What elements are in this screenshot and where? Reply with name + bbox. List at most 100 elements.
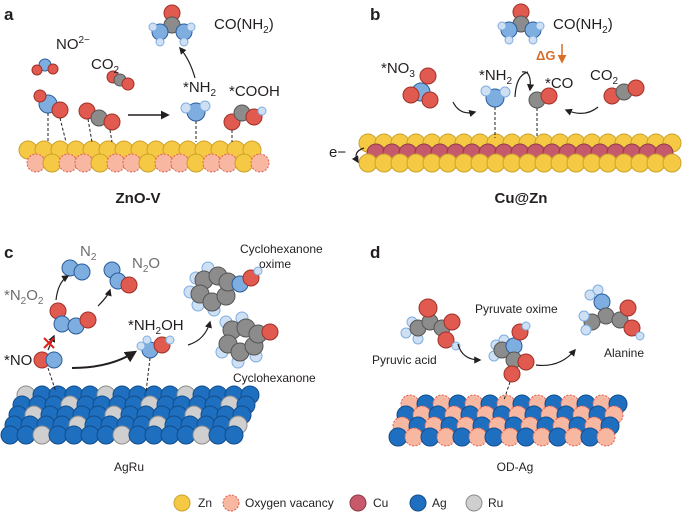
no3-molecule bbox=[402, 67, 439, 109]
cyclohexanone-oxime-label-line2: oxime bbox=[259, 257, 291, 271]
cyclohexanone-label: Cyclohexanone bbox=[233, 371, 316, 385]
adsorbed-cooh-molecule bbox=[223, 104, 267, 131]
pyruvate-oxime-molecule bbox=[488, 321, 535, 383]
urea-label-b: CO(NH2) bbox=[553, 16, 613, 36]
panel-a-surface bbox=[18, 140, 270, 173]
surface-atom bbox=[646, 153, 666, 173]
surface-atom bbox=[80, 425, 100, 445]
adsorbed-co-molecule bbox=[528, 87, 558, 109]
surface-atom bbox=[96, 425, 116, 445]
surface-atom bbox=[32, 425, 52, 445]
legend-label-cu: Cu bbox=[373, 496, 388, 510]
urea-label-a: CO(NH2) bbox=[214, 16, 274, 36]
legend-label-oxygen-vacancy: Oxygen vacancy bbox=[245, 496, 334, 510]
legend-label-ag: Ag bbox=[432, 496, 447, 510]
surface-atom bbox=[468, 427, 488, 447]
co2-molecule bbox=[106, 70, 135, 91]
co2-label: CO2 bbox=[91, 56, 120, 76]
co2-label-b: CO2 bbox=[590, 67, 619, 87]
adsorbed-nh2-molecule-b bbox=[480, 85, 511, 108]
nh2-label-b: *NH2 bbox=[479, 67, 513, 87]
surface-atom bbox=[548, 427, 568, 447]
blocked-pathway-x-icon bbox=[43, 337, 55, 349]
no3-label: *NO3 bbox=[381, 60, 415, 80]
no2-molecule bbox=[31, 58, 59, 76]
nh2oh-label: *NH2OH bbox=[128, 317, 184, 337]
adsorbed-no-molecule bbox=[33, 351, 63, 369]
panel-a-caption: ZnO-V bbox=[116, 190, 161, 207]
surface-atom bbox=[250, 153, 270, 173]
no2-label: NO2− bbox=[56, 35, 90, 53]
pyruvic-acid-molecule bbox=[400, 298, 461, 351]
panel-d-caption: OD-Ag bbox=[497, 460, 534, 474]
panel-c-caption: AgRu bbox=[114, 460, 144, 474]
n2-molecule bbox=[61, 259, 91, 281]
alanine-label: Alanine bbox=[604, 346, 644, 360]
surface-atom bbox=[128, 425, 148, 445]
panel-a-letter: a bbox=[4, 5, 14, 24]
surface-atom bbox=[218, 153, 238, 173]
panel-b-letter: b bbox=[370, 5, 380, 24]
alanine-molecule bbox=[578, 284, 645, 341]
surface-atom bbox=[596, 427, 616, 447]
surface-atom bbox=[598, 153, 618, 173]
surface-atom bbox=[614, 153, 634, 173]
adsorbed-co2-molecule bbox=[78, 102, 121, 131]
no-label: *NO bbox=[4, 352, 32, 369]
panel-c-surface bbox=[0, 385, 260, 445]
surface-atom bbox=[484, 427, 504, 447]
surface-atom bbox=[0, 425, 20, 445]
legend-item-ru: Ru bbox=[465, 494, 503, 512]
surface-atom bbox=[452, 427, 472, 447]
surface-atom bbox=[406, 153, 426, 173]
panel-b-surface bbox=[358, 133, 682, 173]
surface-atom bbox=[630, 153, 650, 173]
pyruvate-oxime-label: Pyruvate oxime bbox=[475, 302, 558, 316]
cyclohexanone-molecule bbox=[215, 311, 279, 369]
surface-atom bbox=[388, 427, 408, 447]
surface-atom bbox=[374, 153, 394, 173]
surface-atom bbox=[186, 153, 206, 173]
surface-atom bbox=[580, 427, 600, 447]
surface-atom bbox=[202, 153, 222, 173]
surface-atom bbox=[112, 425, 132, 445]
nh2-label: *NH2 bbox=[183, 79, 217, 99]
panel-d: d Pyruvic acid Pyruvate oxime bbox=[370, 243, 645, 474]
surface-atom bbox=[64, 425, 84, 445]
surface-atom bbox=[48, 425, 68, 445]
surface-atom bbox=[58, 153, 78, 173]
surface-atom bbox=[516, 427, 536, 447]
surface-atom bbox=[160, 425, 180, 445]
surface-atom bbox=[470, 153, 490, 173]
legend-item-cu: Cu bbox=[349, 494, 388, 512]
surface-atom bbox=[234, 153, 254, 173]
surface-atom bbox=[454, 153, 474, 173]
electron-label: e− bbox=[329, 144, 346, 161]
surface-atom bbox=[122, 153, 142, 173]
surface-atom bbox=[224, 425, 244, 445]
surface-atom bbox=[420, 427, 440, 447]
surface-atom bbox=[358, 153, 378, 173]
surface-atom bbox=[170, 153, 190, 173]
surface-atom bbox=[404, 427, 424, 447]
n2o-molecule bbox=[103, 261, 138, 294]
delta-g-label: ΔG bbox=[536, 48, 555, 63]
cyclohexanone-oxime-label-line1: Cyclohexanone bbox=[240, 242, 323, 256]
surface-atom bbox=[436, 427, 456, 447]
panel-b-caption: Cu@Zn bbox=[495, 190, 548, 207]
legend: Zn Oxygen vacancy Cu Ag Ru bbox=[173, 494, 503, 512]
surface-atom bbox=[106, 153, 126, 173]
surface-atom bbox=[534, 153, 554, 173]
co2-molecule-b bbox=[603, 79, 645, 105]
surface-atom bbox=[566, 153, 586, 173]
surface-atom bbox=[176, 425, 196, 445]
surface-atom bbox=[518, 153, 538, 173]
surface-atom bbox=[208, 425, 228, 445]
legend-item-oxygen-vacancy: Oxygen vacancy bbox=[222, 494, 334, 512]
panel-d-surface bbox=[388, 394, 628, 447]
panel-c: c N2 N2O *N2O2 *NO bbox=[0, 242, 323, 474]
surface-atom bbox=[154, 153, 174, 173]
surface-atom bbox=[438, 153, 458, 173]
legend-item-ag: Ag bbox=[409, 494, 447, 512]
n2o2-molecule bbox=[49, 302, 97, 335]
